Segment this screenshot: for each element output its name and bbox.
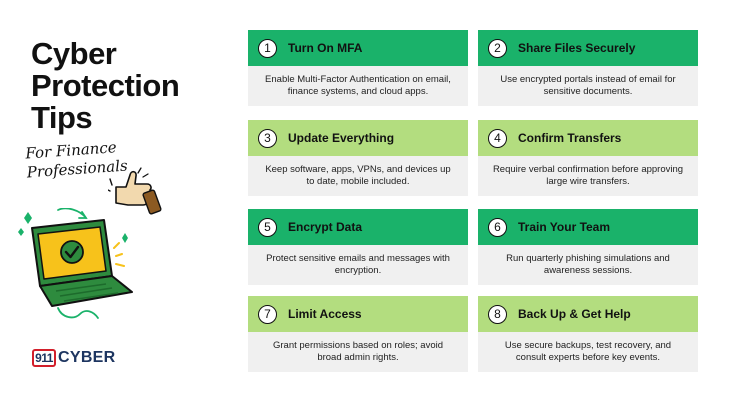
- thumbs-up-icon: [108, 167, 162, 215]
- tip-card: 6 Train Your Team Run quarterly phishing…: [478, 209, 698, 285]
- title-line: Protection: [31, 68, 180, 103]
- tip-body: Require verbal confirmation before appro…: [478, 156, 698, 196]
- tip-number: 7: [258, 304, 277, 324]
- tip-card: 8 Back Up & Get Help Use secure backups,…: [478, 296, 698, 372]
- tip-body: Use secure backups, test recovery, and c…: [478, 332, 698, 372]
- tip-body: Run quarterly phishing simulations and a…: [478, 245, 698, 285]
- tip-header: 2 Share Files Securely: [478, 30, 698, 66]
- tip-header: 8 Back Up & Get Help: [478, 296, 698, 332]
- laptop-check-icon: [18, 208, 133, 319]
- page-title: Cyber Protection Tips: [31, 38, 231, 134]
- tip-header: 1 Turn On MFA: [248, 30, 468, 66]
- tip-header: 4 Confirm Transfers: [478, 120, 698, 156]
- tip-title: Share Files Securely: [518, 41, 636, 55]
- tip-card: 4 Confirm Transfers Require verbal confi…: [478, 120, 698, 196]
- tip-card: 3 Update Everything Keep software, apps,…: [248, 120, 468, 196]
- tip-body: Grant permissions based on roles; avoid …: [248, 332, 468, 372]
- tip-body: Keep software, apps, VPNs, and devices u…: [248, 156, 468, 196]
- tip-header: 6 Train Your Team: [478, 209, 698, 245]
- brand-badge: 911: [32, 349, 56, 367]
- brand-name: CYBER: [58, 349, 116, 366]
- tip-title: Turn On MFA: [288, 41, 363, 55]
- tip-title: Encrypt Data: [288, 220, 363, 234]
- tip-card: 1 Turn On MFA Enable Multi-Factor Authen…: [248, 30, 468, 106]
- tip-title: Train Your Team: [518, 220, 611, 234]
- tip-number: 8: [488, 304, 507, 324]
- tip-title: Update Everything: [288, 131, 395, 145]
- brand-logo: 911 CYBER: [32, 349, 116, 367]
- tip-number: 1: [258, 38, 277, 58]
- tip-number: 2: [488, 38, 507, 58]
- tip-number: 5: [258, 217, 277, 237]
- tip-body: Protect sensitive emails and messages wi…: [248, 245, 468, 285]
- tip-header: 5 Encrypt Data: [248, 209, 468, 245]
- tip-card: 5 Encrypt Data Protect sensitive emails …: [248, 209, 468, 285]
- tip-title: Back Up & Get Help: [518, 307, 631, 321]
- tip-header: 7 Limit Access: [248, 296, 468, 332]
- tip-body: Enable Multi-Factor Authentication on em…: [248, 66, 468, 106]
- sparkle-icon: [18, 228, 24, 236]
- tip-card: 7 Limit Access Grant permissions based o…: [248, 296, 468, 372]
- title-line: Cyber: [31, 36, 117, 71]
- tip-body: Use encrypted portals instead of email f…: [478, 66, 698, 106]
- sparkle-icon: [122, 233, 128, 243]
- tip-title: Confirm Transfers: [518, 131, 622, 145]
- sparkle-icon: [24, 212, 32, 224]
- tip-title: Limit Access: [288, 307, 362, 321]
- title-line: Tips: [31, 100, 93, 135]
- tip-number: 4: [488, 128, 507, 148]
- tip-card: 2 Share Files Securely Use encrypted por…: [478, 30, 698, 106]
- tip-header: 3 Update Everything: [248, 120, 468, 156]
- tip-number: 3: [258, 128, 277, 148]
- tip-number: 6: [488, 217, 507, 237]
